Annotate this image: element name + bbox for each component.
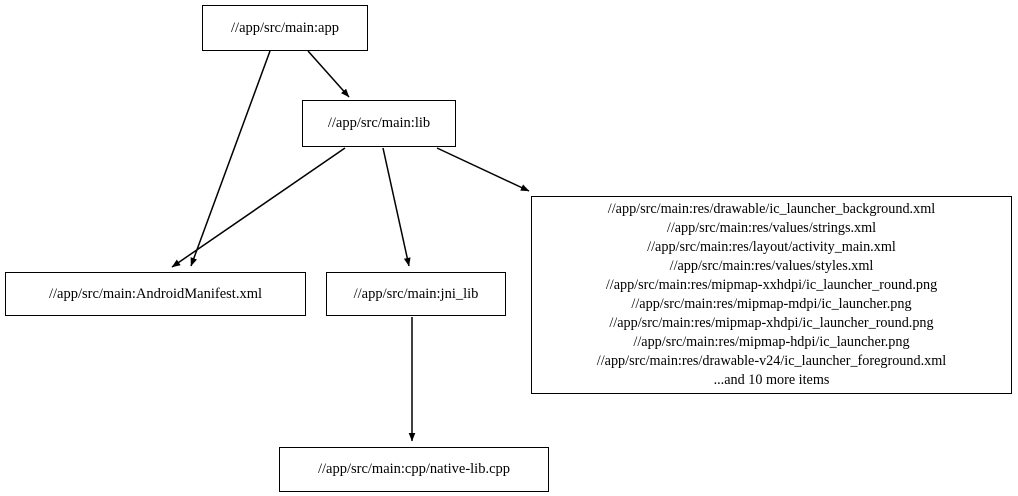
edge-lib-to-resources (436, 147, 530, 192)
graph-node-resources[interactable]: //app/src/main:res/drawable/ic_launcher_… (531, 196, 1012, 394)
graph-node-app[interactable]: //app/src/main:app (202, 5, 368, 51)
edge-lib-to-jni-lib (382, 147, 411, 267)
graph-node-android-manifest[interactable]: //app/src/main:AndroidManifest.xml (5, 272, 306, 316)
graph-node-native-lib-cpp[interactable]: //app/src/main:cpp/native-lib.cpp (279, 447, 549, 492)
graph-node-android-manifest-label: //app/src/main:AndroidManifest.xml (48, 285, 263, 302)
edge-app-to-manifest (190, 50, 271, 267)
graph-node-jni-lib-label: //app/src/main:jni_lib (353, 285, 479, 302)
graph-node-native-lib-cpp-label: //app/src/main:cpp/native-lib.cpp (317, 461, 511, 477)
graph-node-jni-lib[interactable]: //app/src/main:jni_lib (326, 272, 506, 316)
edge-lib-to-manifest (171, 147, 346, 268)
graph-node-lib[interactable]: //app/src/main:lib (302, 100, 456, 147)
graph-node-resources-label: //app/src/main:res/drawable/ic_launcher_… (596, 200, 947, 389)
graph-node-lib-label: //app/src/main:lib (327, 115, 431, 131)
edge-app-to-lib (307, 50, 350, 98)
graph-node-app-label: //app/src/main:app (231, 19, 339, 36)
